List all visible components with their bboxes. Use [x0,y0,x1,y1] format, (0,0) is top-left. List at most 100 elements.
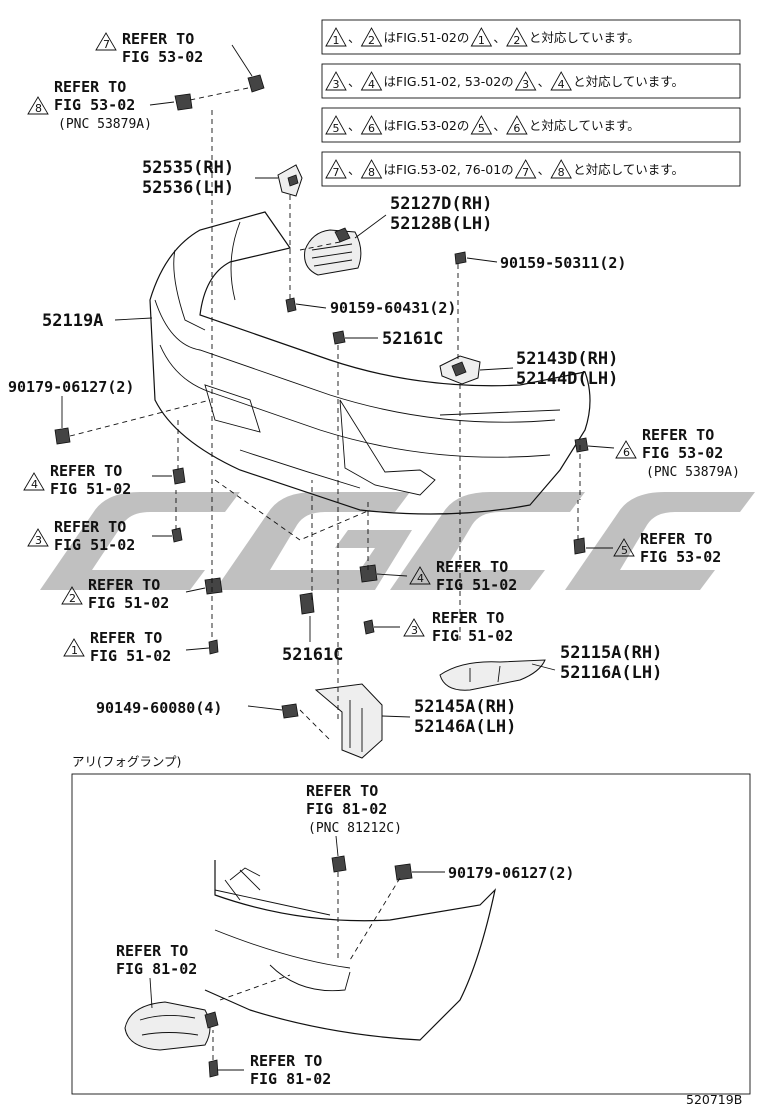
part-52144d: 52144D(LH) [516,369,618,389]
ref-3-left-line2: FIG 51-02 [54,536,135,554]
note-ref-triangle-number: 2 [368,34,375,47]
ref-7: 7 REFER TO FIG 53-02 [95,30,203,66]
note-text: はFIG.53-02の [384,118,470,133]
note-box [321,19,741,55]
ref-2-line1: REFER TO [88,576,160,594]
note-ref-triangle: 8 [550,159,572,179]
part-52145a: 52145A(RH) [414,697,516,717]
note-box [321,151,741,187]
assembly-lines [69,87,581,741]
part-52115a: 52115A(RH) [560,643,662,663]
note-ref-triangle-number: 1 [333,34,340,47]
part-52143d: 52143D(RH) [516,349,618,369]
side-bracket [277,164,303,197]
note-ref-triangle: 2 [360,27,383,47]
note-separator: 、 [538,74,551,89]
ref-5-number: 5 [621,544,628,557]
ref-6-line1: REFER TO [642,426,714,444]
note-separator: 、 [493,30,506,45]
ref-3-right-line1: REFER TO [432,609,504,627]
ref-3-left-number: 3 [35,534,42,547]
note-ref-triangle-number: 6 [513,122,520,135]
part-90149-60080: 90149-60080(4) [96,699,222,717]
ref-5-line1: REFER TO [640,530,712,548]
note-ref-triangle-number: 4 [558,78,565,91]
ref-3-left-line1: REFER TO [54,518,126,536]
note-tail: と対応しています。 [573,162,684,177]
ref-2: 2 REFER TO FIG 51-02 [61,576,169,612]
ref-4-right-line1: REFER TO [436,558,508,576]
ref-81-fog-line1: REFER TO [116,942,188,960]
note-ref-triangle: 1 [325,27,347,47]
ref-3-left: 3 REFER TO FIG 51-02 [27,518,135,554]
note-ref-triangle: 3 [514,71,537,91]
note-ref-triangle-number: 7 [522,166,529,179]
ref-3-right: 3 REFER TO FIG 51-02 [403,609,513,645]
note-tail: と対応しています。 [573,74,684,89]
note-tail: と対応しています。 [529,118,640,133]
note-ref-triangle: 1 [470,27,493,47]
ref-2-line2: FIG 51-02 [88,594,169,612]
inset-bumper [204,860,497,1041]
figure-id: 520719B [686,1092,742,1107]
note-separator: 、 [493,118,506,133]
note-ref-triangle-number: 1 [478,34,485,47]
note-ref-triangle-number: 5 [478,122,485,135]
note-ref-triangle-number: 2 [513,34,520,47]
inset-title: アリ(フォグランプ) [72,754,181,769]
inset-clips [149,835,445,1078]
leader-lines [61,44,615,718]
ref-5: 5 REFER TO FIG 53-02 [613,530,721,566]
ref-3-right-number: 3 [411,624,418,637]
note-ref-triangle-number: 6 [368,122,375,135]
note-ref-triangle: 4 [360,71,383,91]
note-ref-triangle-number: 8 [558,166,565,179]
note-ref-triangle-number: 3 [522,78,529,91]
ref-7-line1: REFER TO [122,30,194,48]
lower-spoiler [439,659,546,691]
ref-4-left: 4 REFER TO FIG 51-02 [23,462,131,498]
note-ref-triangle-number: 3 [333,78,340,91]
note-box [321,107,741,143]
ref-3-right-line2: FIG 51-02 [432,627,513,645]
note-tail: と対応しています。 [529,30,640,45]
ref-1-line1: REFER TO [90,629,162,647]
inset-frame [71,773,751,1095]
ref-81-lamp-line1: REFER TO [306,782,378,800]
ref-7-line2: FIG 53-02 [122,48,203,66]
ref-1-line2: FIG 51-02 [90,647,171,665]
part-52146a: 52146A(LH) [414,717,516,737]
ref-8-line1: REFER TO [54,78,126,96]
part-52119a: 52119A [42,311,103,331]
ref-8-number: 8 [35,102,42,115]
ref-2-number: 2 [69,592,76,605]
part-90159-60431: 90159-60431(2) [330,299,456,317]
part-90179-06127-main: 90179-06127(2) [8,378,134,396]
ref-81-fog-line2: FIG 81-02 [116,960,197,978]
part-52116a: 52116A(LH) [560,663,662,683]
ref-4-left-line2: FIG 51-02 [50,480,131,498]
part-52535: 52535(RH) [142,158,234,178]
ref-7-number: 7 [103,38,110,51]
ref-4-right-number: 4 [417,572,424,585]
note-text: はFIG.51-02の [384,30,470,45]
part-52536: 52536(LH) [142,178,234,198]
part-90159-50311: 90159-50311(2) [500,254,626,272]
note-ref-triangle-number: 7 [333,166,340,179]
note-ref-triangle: 7 [514,159,537,179]
part-52161c-bottom: 52161C [282,645,343,665]
note-separator: 、 [348,30,361,45]
ref-4-right-line2: FIG 51-02 [436,576,517,594]
note-text: はFIG.53-02, 76-01の [384,162,514,177]
note-ref-triangle: 2 [506,27,528,47]
note-ref-triangle: 6 [360,115,383,135]
note-ref-triangle: 5 [325,115,347,135]
grille [304,227,362,276]
retainer-bracket [439,355,481,385]
note-separator: 、 [348,162,361,177]
note-row: 1 、 2 はFIG.51-02の 1 、 2 と対応しています。 [321,19,741,55]
